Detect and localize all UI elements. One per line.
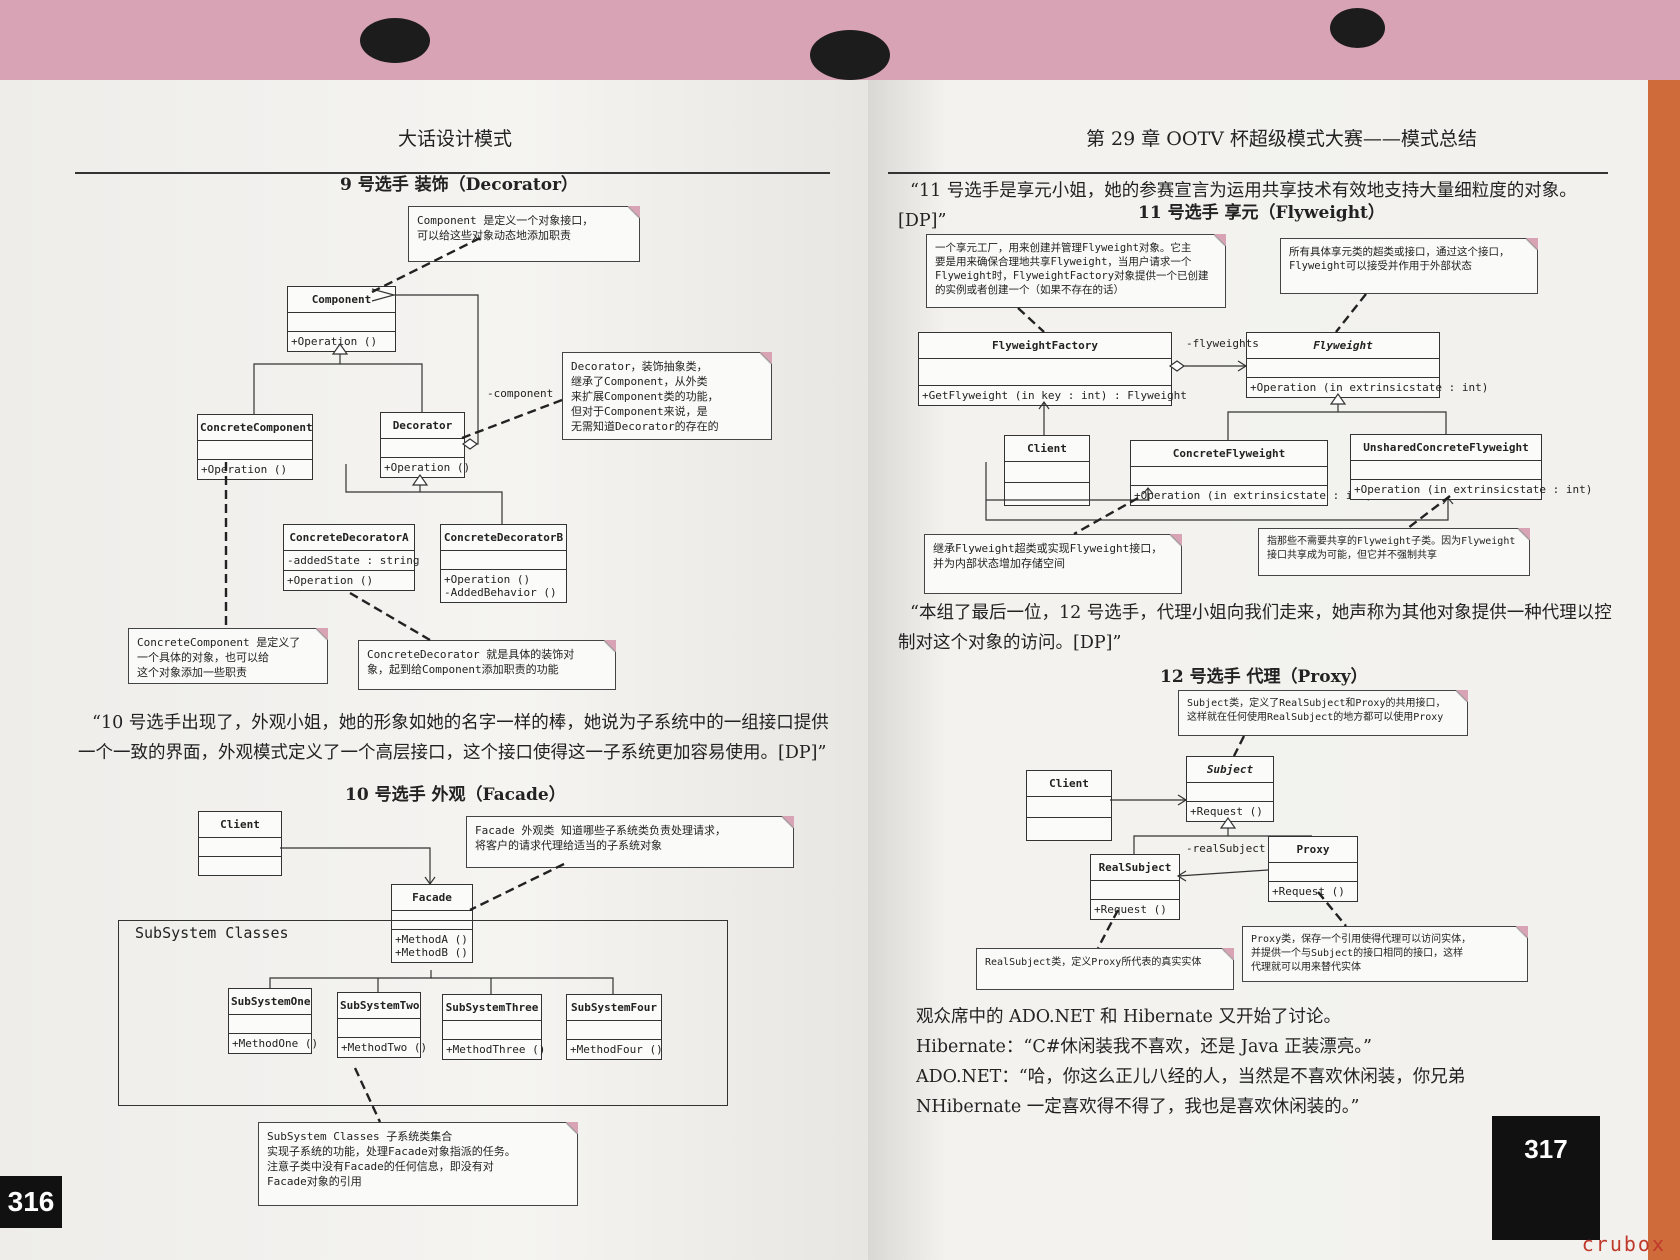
note-subject: Subject类，定义了RealSubject和Proxy的共用接口， 这样就在… (1178, 690, 1468, 736)
note-flyweight-factory: 一个享元工厂，用来创建并管理Flyweight对象。它主 要是用来确保合理地共享… (926, 234, 1226, 308)
watermark: crubox (1581, 1232, 1666, 1256)
note-concrete-component: ConcreteComponent 是定义了 一个具体的对象，也可以给 这个对象… (128, 628, 328, 684)
concrete-decorator-a-class: ConcreteDecoratorA -addedState : string … (283, 524, 419, 591)
page-number-right: 317 (1492, 1116, 1600, 1182)
subject-class: Subject +Request () (1186, 756, 1274, 822)
note-concrete-flyweight: 继承Flyweight超类或实现Flyweight接口， 并为内部状态增加存储空… (924, 534, 1182, 594)
background-dot (360, 18, 430, 63)
proxy-paragraph: “本组了最后一位，12 号选手，代理小姐向我们走来，她声称为其他对象提供一种代理… (898, 603, 1612, 653)
flyweight-paragraph: “11 号选手是享元小姐，她的参赛宣言为运用共享技术有效地支持大量细粒度的对象。… (898, 181, 1577, 231)
flyweight-factory-class: FlyweightFactory +GetFlyweight (in key :… (918, 332, 1187, 406)
real-subject-class: RealSubject +Request () (1090, 854, 1180, 920)
header-rule (888, 172, 1608, 174)
note-proxy: Proxy类，保存一个引用使得代理可以访问实体， 并提供一个与Subject的接… (1242, 926, 1528, 982)
assoc-component-label: -component (487, 387, 554, 400)
note-unshared-flyweight: 指那些不需要共享的Flyweight子类。因为Flyweight 接口共享成为可… (1258, 528, 1530, 576)
flyweight-title: 11 号选手 享元（Flyweight） (1138, 203, 1385, 223)
concrete-component-class: ConcreteComponent +Operation () (197, 414, 313, 480)
proxy-client-class: Client (1026, 770, 1112, 841)
background-dot (810, 30, 890, 80)
closing-paragraph-1: 观众席中的 ADO.NET 和 Hibernate 又开始了讨论。 (916, 1007, 1341, 1027)
facade-class: Facade +MethodA ()+MethodB () (391, 884, 473, 963)
note-facade: Facade 外观类 知道哪些子系统类负责处理请求， 将客户的请求代理给适当的子… (466, 816, 794, 868)
note-flyweight: 所有具体享元类的超类或接口，通过这个接口， Flyweight可以接受并作用于外… (1280, 238, 1538, 294)
note-real-subject: RealSubject类，定义Proxy所代表的真实实体 (976, 948, 1234, 990)
subsystem-four-class: SubSystemFour +MethodFour () (566, 994, 663, 1060)
unshared-flyweight-class: UnsharedConcreteFlyweight +Operation (in… (1350, 434, 1592, 500)
facade-paragraph: “10 号选手出现了，外观小姐，她的形象如她的名字一样的棒，她说为子系统中的一组… (78, 713, 829, 763)
decorator-title: 9 号选手 装饰（Decorator） (340, 175, 579, 195)
facade-client-class: Client (198, 811, 282, 876)
subsystem-package-label: SubSystem Classes (135, 924, 289, 942)
subsystem-three-class: SubSystemThree +MethodThree () (442, 994, 545, 1060)
facade-title: 10 号选手 外观（Facade） (345, 785, 566, 805)
flyweight-client-class: Client (1004, 435, 1090, 506)
subsystem-one-class: SubSystemOne +MethodOne () (228, 988, 318, 1054)
closing-paragraph-2: Hibernate：“C#休闲装我不喜欢，还是 Java 正装漂亮。” (916, 1037, 1372, 1057)
right-page: 第 29 章 OOTV 杯超级模式大赛——模式总结 “11 号选手是享元小姐，她… (868, 80, 1648, 1260)
proxy-class: Proxy +Request () (1268, 836, 1358, 902)
proxy-title: 12 号选手 代理（Proxy） (1160, 667, 1368, 687)
concrete-decorator-b-class: ConcreteDecoratorB +Operation ()-AddedBe… (440, 524, 567, 603)
header-rule (75, 172, 830, 174)
note-decorator: Decorator，装饰抽象类， 继承了Component，从外类 来扩展Com… (562, 352, 772, 440)
flyweight-class: Flyweight +Operation (in extrinsicstate … (1246, 332, 1488, 398)
background-dot (1330, 8, 1385, 48)
assoc-real-subject-label: -realSubject (1186, 842, 1266, 855)
assoc-flyweights-label: -flyweights (1186, 337, 1259, 350)
closing-paragraph-3: ADO.NET：“哈，你这么正儿八经的人，当然是不喜欢休闲装，你兄弟 NHibe… (916, 1067, 1466, 1117)
page-number-left: 316 (0, 1176, 62, 1228)
note-component: Component 是定义一个对象接口， 可以给这些对象动态地添加职责 (408, 206, 640, 262)
note-concrete-decorator: ConcreteDecorator 就是具体的装饰对 象，起到给Componen… (358, 640, 616, 690)
concrete-flyweight-class: ConcreteFlyweight +Operation (in extrins… (1130, 440, 1372, 506)
subsystem-two-class: SubSystemTwo +MethodTwo () (337, 992, 427, 1058)
note-subsystem: SubSystem Classes 子系统类集合 实现子系统的功能，处理Faca… (258, 1122, 578, 1206)
left-page: 大话设计模式 9 号选手 装饰（Decorator） Component +Op… (0, 80, 868, 1260)
subsystem-package (118, 920, 728, 1106)
page-edge-block (1492, 1182, 1600, 1240)
running-head-left: 大话设计模式 (398, 128, 513, 150)
running-head-right: 第 29 章 OOTV 杯超级模式大赛——模式总结 (1086, 128, 1477, 150)
component-class: Component +Operation () (287, 286, 396, 352)
book-edge (1648, 80, 1680, 1260)
decorator-class: Decorator +Operation () (380, 412, 470, 478)
